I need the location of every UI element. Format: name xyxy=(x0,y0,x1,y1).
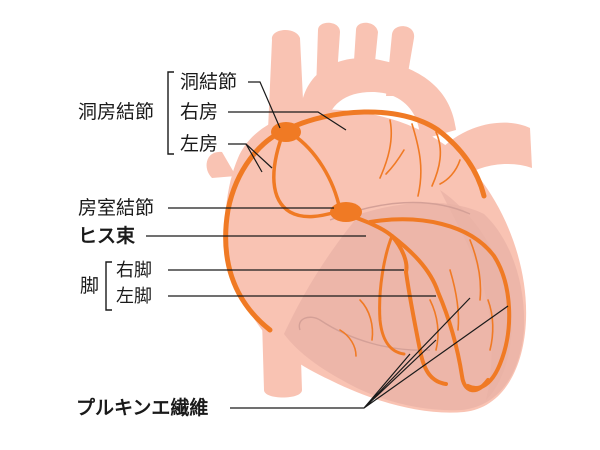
left-bundle-branch-path xyxy=(390,234,490,392)
interatrial-bundle xyxy=(283,109,487,199)
atrial-fine-branch-2 xyxy=(411,123,422,197)
internodal-pathway-outer xyxy=(223,127,289,333)
atrial-fine-branch-4 xyxy=(385,149,405,175)
purkinje-leader xyxy=(230,297,509,409)
branch-bracket xyxy=(105,261,112,311)
right-ventricle-branch xyxy=(378,234,406,356)
label-av-node: 房室結節 xyxy=(78,197,154,219)
atrial-fine-branch-3 xyxy=(431,131,442,187)
label-left-atrium: 左房 xyxy=(180,133,218,155)
label-sa-node: 洞結節 xyxy=(180,71,237,93)
left-ventricle-shade xyxy=(440,190,512,400)
sa-node-shape xyxy=(271,122,301,142)
label-group-atria: 洞房結節 xyxy=(78,101,154,123)
ventricle-shade xyxy=(284,202,525,411)
purkinje-fine-5 xyxy=(339,329,357,357)
left-bundle-outer-path xyxy=(368,217,512,390)
ventricle-outline xyxy=(298,316,431,351)
purkinje-fine-3 xyxy=(469,239,482,301)
label-right-atrium: 右房 xyxy=(180,101,218,123)
purkinje-fine-4 xyxy=(429,299,439,351)
purkinje-fine-2 xyxy=(449,269,460,331)
sa-node-leader xyxy=(248,81,281,129)
pulmonary-vein-left xyxy=(206,151,236,178)
left-atrium-leader-2 xyxy=(245,143,273,169)
right-atrium-leader xyxy=(228,111,347,131)
atrial-fine-branch-1 xyxy=(379,119,393,179)
internodal-pathway-middle xyxy=(290,132,342,212)
heart-illustration xyxy=(206,22,532,413)
label-right-branch: 右脚 xyxy=(116,260,152,281)
superior-vena-cava xyxy=(268,29,304,130)
label-his-bundle: ヒス束 xyxy=(78,225,136,247)
purkinje-fine-6 xyxy=(487,299,494,351)
atrial-fine-branch-5 xyxy=(439,159,461,185)
conduction-system xyxy=(223,109,512,392)
internodal-pathway-inner xyxy=(272,134,338,219)
av-node-shape xyxy=(330,202,362,222)
label-group-branch: 脚 xyxy=(80,275,99,297)
atria-bracket xyxy=(167,71,174,155)
purkinje-fine-1 xyxy=(359,299,374,341)
label-purkinje: プルキンエ繊維 xyxy=(76,396,208,419)
label-left-branch: 左脚 xyxy=(116,286,152,307)
